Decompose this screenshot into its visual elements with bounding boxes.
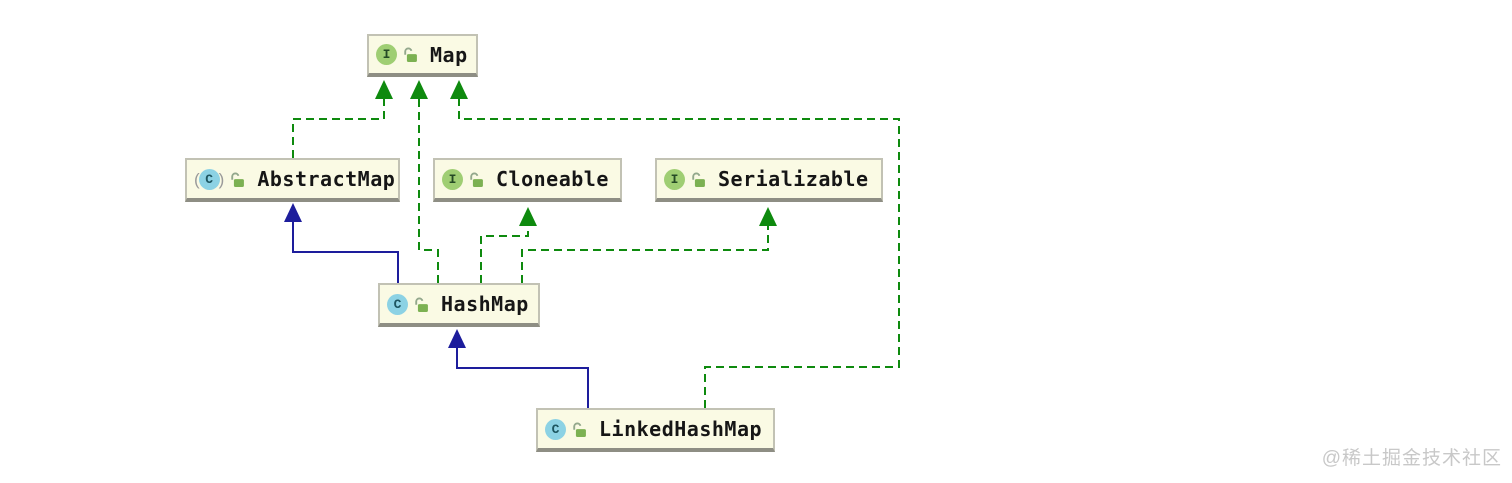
- implements-line: [418, 99, 439, 283]
- class-name-label: HashMap: [441, 292, 529, 316]
- interface-badge: I: [442, 168, 463, 190]
- edge-hashmap-implements-map: [410, 80, 439, 283]
- class-node-map[interactable]: I Map: [367, 34, 478, 77]
- edge-hashmap-implements-serializable: [521, 207, 777, 283]
- implements-line: [292, 99, 385, 158]
- implements-line: [521, 226, 769, 283]
- interface-badge: I: [664, 168, 685, 190]
- inheritance-arrowhead-icon: [448, 329, 466, 348]
- abstract-paren-close: ): [218, 169, 225, 189]
- inheritance-arrowhead-icon: [375, 80, 393, 99]
- class-badge: C: [545, 418, 566, 440]
- inheritance-arrowhead-icon: [450, 80, 468, 99]
- class-name-label: Cloneable: [496, 167, 609, 191]
- class-node-cloneable[interactable]: I Cloneable: [433, 158, 622, 202]
- class-name-label: LinkedHashMap: [599, 417, 763, 441]
- inheritance-arrowhead-icon: [410, 80, 428, 99]
- inheritance-arrowhead-icon: [284, 203, 302, 222]
- unlocked-padlock-icon: [468, 171, 485, 188]
- watermark: @稀土掘金技术社区: [1321, 448, 1502, 469]
- inheritance-arrowhead-icon: [759, 207, 777, 226]
- extends-line: [292, 222, 399, 283]
- edge-hashmap-extends-abstractmap: [284, 203, 399, 283]
- implements-line: [480, 226, 529, 283]
- class-node-abstractmap[interactable]: (C) AbstractMap: [185, 158, 400, 202]
- class-name-label: AbstractMap: [257, 167, 396, 191]
- interface-badge: I: [376, 44, 397, 65]
- class-icon: C: [198, 168, 220, 190]
- edge-linkedhashmap-implements-map: [450, 80, 900, 408]
- implements-line: [458, 99, 900, 408]
- interface-icon: I: [376, 44, 397, 65]
- class-name-label: Serializable: [718, 167, 869, 191]
- unlocked-padlock-icon: [571, 421, 588, 438]
- class-icon: C: [387, 293, 408, 315]
- class-name-label: Map: [430, 42, 468, 67]
- edge-hashmap-implements-cloneable: [480, 207, 537, 283]
- class-node-linkedhashmap[interactable]: C LinkedHashMap: [536, 408, 775, 452]
- unlocked-padlock-icon: [229, 171, 246, 188]
- abstract-paren-open: (: [194, 169, 200, 189]
- class-node-serializable[interactable]: I Serializable: [655, 158, 883, 202]
- unlocked-padlock-icon: [402, 46, 419, 63]
- inheritance-arrowhead-icon: [519, 207, 537, 226]
- edge-abstractmap-implements-map: [292, 80, 393, 158]
- extends-line: [456, 348, 589, 408]
- edge-linkedhashmap-extends-hashmap: [448, 329, 589, 408]
- abstract-class-badge: (C): [194, 168, 225, 190]
- class-badge: C: [387, 293, 408, 315]
- unlocked-padlock-icon: [690, 171, 707, 188]
- unlocked-padlock-icon: [413, 296, 430, 313]
- class-node-hashmap[interactable]: C HashMap: [378, 283, 540, 327]
- class-icon: C: [545, 418, 566, 440]
- interface-icon: I: [664, 168, 685, 190]
- interface-icon: I: [442, 168, 463, 190]
